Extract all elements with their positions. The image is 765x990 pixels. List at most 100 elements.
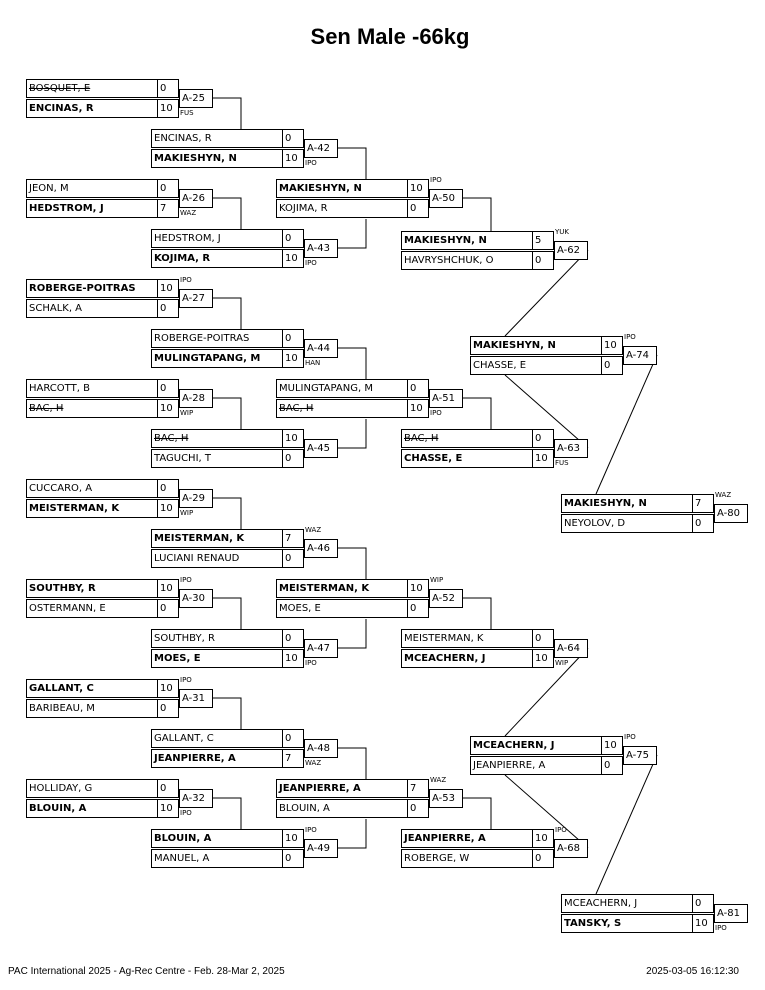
competitor-name: BLOUIN, A <box>276 799 428 818</box>
match-id-label: A-44 <box>304 339 338 358</box>
connector-A-75-to-A-81 <box>595 754 658 895</box>
match-id-label: A-30 <box>179 589 213 608</box>
competitor-name: JEANPIERRE, A <box>276 779 428 798</box>
connector-A-43-to-A-50 <box>338 219 367 249</box>
connector-A-74-to-A-80 <box>595 354 658 495</box>
match-id-label: A-48 <box>304 739 338 758</box>
competitor-score: 10 <box>157 99 179 118</box>
win-type-label: IPO <box>430 409 442 417</box>
competitor-name: SCHALK, A <box>26 299 178 318</box>
competitor-name: BAC, H <box>151 429 303 448</box>
competitor-score: 7 <box>692 494 714 513</box>
connector-A-31-to-A-48 <box>213 697 242 729</box>
competitor-score: 10 <box>601 336 623 355</box>
competitor-score: 0 <box>407 599 429 618</box>
connector-A-46-to-A-52 <box>338 547 367 579</box>
match-id-label: A-28 <box>179 389 213 408</box>
connector-A-53-to-A-68 <box>463 797 492 829</box>
match-id-label: A-53 <box>429 789 463 808</box>
competitor-score: 10 <box>532 449 554 468</box>
match-id-label: A-49 <box>304 839 338 858</box>
page-title: Sen Male -66kg <box>310 24 470 49</box>
win-type-label: WIP <box>555 659 569 667</box>
connector-A-44-to-A-51 <box>338 347 367 379</box>
connector-A-26-to-A-43 <box>213 197 242 229</box>
win-type-label: IPO <box>180 576 192 584</box>
competitor-name: MULINGTAPANG, M <box>151 349 303 368</box>
competitor-name: CHASSE, E <box>401 449 553 468</box>
win-type-label: WIP <box>180 409 194 417</box>
win-type-label: IPO <box>624 333 636 341</box>
competitor-score: 10 <box>601 736 623 755</box>
competitor-name: NEYOLOV, D <box>561 514 713 533</box>
connector-A-25-to-A-42 <box>213 97 242 129</box>
win-type-label: IPO <box>305 826 317 834</box>
competitor-name: MOES, E <box>151 649 303 668</box>
connector-A-49-to-A-53 <box>338 819 367 849</box>
competitor-score: 10 <box>157 399 179 418</box>
competitor-score: 0 <box>157 779 179 798</box>
competitor-name: MAKIESHYN, N <box>276 179 428 198</box>
connector-A-64-to-A-75 <box>504 647 589 737</box>
competitor-score: 7 <box>157 199 179 218</box>
competitor-score: 7 <box>407 779 429 798</box>
competitor-score: 0 <box>407 199 429 218</box>
competitor-name: HEDSTROM, J <box>26 199 178 218</box>
competitor-name: JEANPIERRE, A <box>151 749 303 768</box>
match-id-label: A-81 <box>714 904 748 923</box>
competitor-score: 10 <box>532 649 554 668</box>
match-id-label: A-75 <box>623 746 657 765</box>
competitor-score: 0 <box>282 129 304 148</box>
competitor-score: 10 <box>282 829 304 848</box>
competitor-score: 0 <box>157 79 179 98</box>
competitor-score: 0 <box>532 429 554 448</box>
match-id-label: A-45 <box>304 439 338 458</box>
competitor-name: OSTERMANN, E <box>26 599 178 618</box>
competitor-name: CUCCARO, A <box>26 479 178 498</box>
competitor-name: MAKIESHYN, N <box>401 231 553 250</box>
match-id-label: A-52 <box>429 589 463 608</box>
competitor-name: JEON, M <box>26 179 178 198</box>
competitor-score: 10 <box>407 179 429 198</box>
win-type-label: WIP <box>430 576 444 584</box>
win-type-label: IPO <box>555 826 567 834</box>
competitor-score: 0 <box>532 629 554 648</box>
competitor-score: 0 <box>282 549 304 568</box>
match-id-label: A-47 <box>304 639 338 658</box>
match-id-label: A-68 <box>554 839 588 858</box>
win-type-label: IPO <box>305 159 317 167</box>
competitor-name: ENCINAS, R <box>151 129 303 148</box>
win-type-label: WAZ <box>430 776 447 784</box>
competitor-name: SOUTHBY, R <box>26 579 178 598</box>
competitor-name: GALLANT, C <box>151 729 303 748</box>
competitor-name: BLOUIN, A <box>151 829 303 848</box>
footer-timestamp: 2025-03-05 16:12:30 <box>646 966 739 977</box>
competitor-score: 0 <box>692 514 714 533</box>
connector-A-51-to-A-63 <box>463 397 492 429</box>
competitor-name: CHASSE, E <box>470 356 622 375</box>
connector-A-27-to-A-44 <box>213 297 242 329</box>
competitor-name: MAKIESHYN, N <box>151 149 303 168</box>
competitor-name: JEANPIERRE, A <box>470 756 622 775</box>
competitor-score: 0 <box>157 179 179 198</box>
win-type-label: IPO <box>715 924 727 932</box>
match-id-label: A-63 <box>554 439 588 458</box>
competitor-name: MCEACHERN, J <box>561 894 713 913</box>
competitor-score: 0 <box>157 599 179 618</box>
connector-A-28-to-A-45 <box>213 397 242 429</box>
competitor-score: 0 <box>407 379 429 398</box>
